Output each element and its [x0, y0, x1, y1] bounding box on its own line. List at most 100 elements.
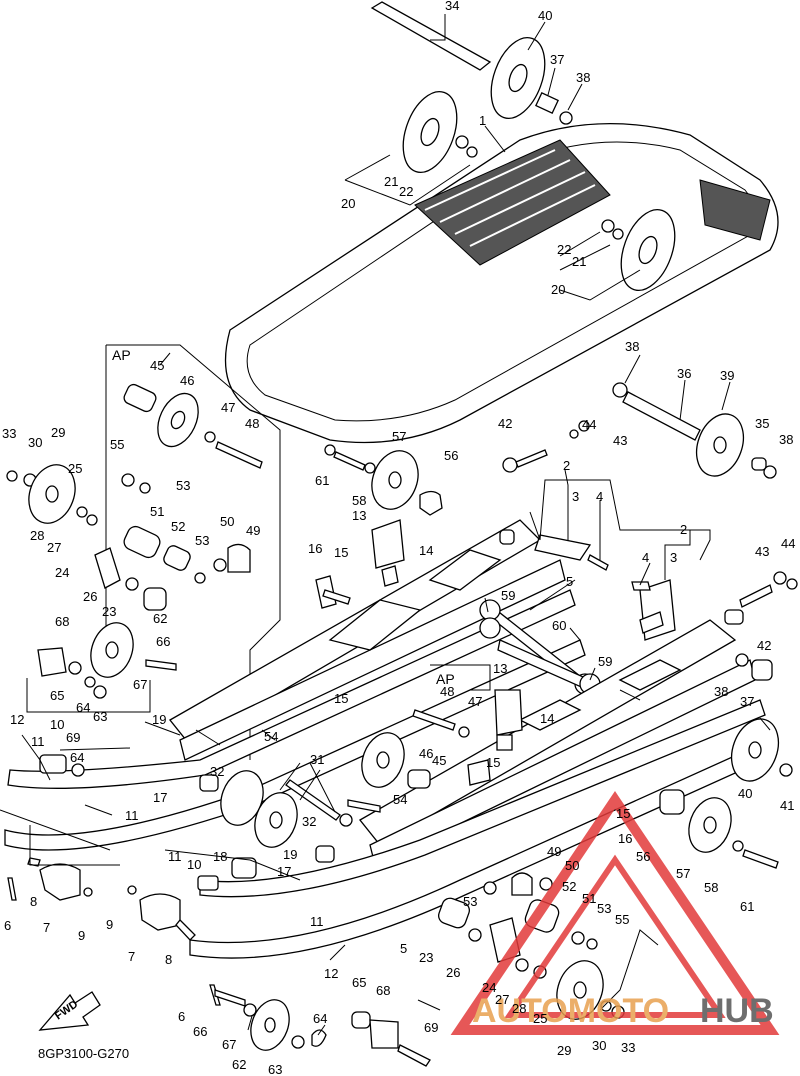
- center-ap-parts: AP: [197, 664, 625, 1020]
- right-slide-rail: [189, 579, 776, 959]
- callout-11d: 11: [310, 914, 324, 929]
- callout-16: 16: [308, 541, 322, 556]
- callout-67b: 67: [222, 1037, 236, 1052]
- callout-62: 62: [153, 611, 167, 626]
- diagram-code: 8GP3100-G270: [38, 1046, 129, 1061]
- callout-62b: 62: [232, 1057, 246, 1072]
- callout-58: 58: [352, 493, 366, 508]
- callout-47b: 47: [468, 694, 482, 709]
- middle-parts: [315, 382, 777, 695]
- callout-5: 5: [566, 574, 573, 589]
- callout-50b: 50: [565, 858, 579, 873]
- callout-32: 32: [210, 764, 224, 779]
- callout-68: 68: [55, 614, 69, 629]
- callout-38d: 38: [714, 684, 728, 699]
- callout-10b: 10: [187, 857, 201, 872]
- callout-59: 59: [501, 588, 515, 603]
- fwd-arrow: FWD: [38, 991, 101, 1031]
- callout-64c: 64: [313, 1011, 327, 1026]
- callout-53d: 53: [463, 894, 477, 909]
- callout-33: 33: [2, 426, 16, 441]
- callout-34: 34: [445, 0, 459, 13]
- callout-45: 45: [150, 358, 164, 373]
- callout-63b: 63: [268, 1062, 282, 1076]
- callout-20b: 20: [551, 282, 565, 297]
- callout-15b: 15: [334, 691, 348, 706]
- callout-19b: 19: [283, 847, 297, 862]
- callout-15: 15: [334, 545, 348, 560]
- callout-43b: 43: [755, 544, 769, 559]
- callout-24: 24: [55, 565, 69, 580]
- callout-11b: 11: [125, 808, 139, 823]
- callout-37b: 37: [740, 694, 754, 709]
- callout-47: 47: [221, 400, 235, 415]
- callout-29: 29: [51, 425, 65, 440]
- callout-14: 14: [419, 543, 433, 558]
- callout-13: 13: [352, 508, 366, 523]
- callout-64: 64: [76, 700, 90, 715]
- lower-left-parts: [7, 857, 431, 1067]
- callout-54b: 54: [393, 792, 407, 807]
- ap-label: AP: [112, 347, 131, 363]
- callout-16b: 16: [618, 831, 632, 846]
- callout-6: 6: [4, 918, 11, 933]
- callout-38c: 38: [779, 432, 793, 447]
- callout-66: 66: [156, 634, 170, 649]
- callout-54: 54: [264, 729, 278, 744]
- callout-3: 3: [572, 489, 579, 504]
- callout-37: 37: [550, 52, 564, 67]
- callout-8: 8: [30, 894, 37, 909]
- callout-53c: 53: [597, 901, 611, 916]
- track-belt: [224, 123, 779, 444]
- callout-4b: 4: [642, 550, 649, 565]
- callout-7b: 7: [128, 949, 135, 964]
- callout-28: 28: [30, 528, 44, 543]
- callout-51: 51: [150, 504, 164, 519]
- watermark-text-a: AUTOMOTO: [472, 992, 669, 1030]
- callout-21b: 21: [572, 254, 586, 269]
- callout-12: 12: [10, 712, 24, 727]
- ap-label-2: AP: [436, 671, 455, 687]
- leader-lines: [0, 14, 771, 1036]
- callout-1: 1: [479, 113, 486, 128]
- callout-55: 55: [110, 437, 124, 452]
- callout-60: 60: [552, 618, 566, 633]
- watermark-text-b: HUB: [700, 992, 774, 1030]
- callout-41: 41: [780, 798, 794, 813]
- callout-2: 2: [563, 458, 570, 473]
- callout-49b: 49: [547, 844, 561, 859]
- callout-36: 36: [677, 366, 691, 381]
- callout-50: 50: [220, 514, 234, 529]
- callout-51b: 51: [582, 891, 596, 906]
- callout-25: 25: [68, 461, 82, 476]
- callout-11: 11: [31, 734, 45, 749]
- callout-68b: 68: [376, 983, 390, 998]
- callout-9b: 9: [106, 917, 113, 932]
- callout-10: 10: [50, 717, 64, 732]
- callout-14b: 14: [540, 711, 554, 726]
- callout-49: 49: [246, 523, 260, 538]
- callout-52: 52: [171, 519, 185, 534]
- callout-48b: 48: [440, 684, 454, 699]
- callout-15c: 15: [486, 755, 500, 770]
- callout-25b: 25: [533, 1011, 547, 1026]
- callout-17: 17: [153, 790, 167, 805]
- callout-57b: 57: [676, 866, 690, 881]
- callout-22b: 22: [557, 242, 571, 257]
- right-side-parts: [659, 571, 798, 869]
- callout-7: 7: [43, 920, 50, 935]
- callout-44b: 44: [781, 536, 795, 551]
- callout-43: 43: [613, 433, 627, 448]
- callout-21: 21: [384, 174, 398, 189]
- callout-44: 44: [582, 417, 596, 432]
- callout-64b: 64: [70, 750, 84, 765]
- callout-19: 19: [152, 712, 166, 727]
- callout-3b: 3: [670, 550, 677, 565]
- callout-59b: 59: [598, 654, 612, 669]
- callout-23: 23: [102, 604, 116, 619]
- rear-axle-assembly: [370, 1, 676, 291]
- callout-52b: 52: [562, 879, 576, 894]
- callout-22: 22: [399, 184, 413, 199]
